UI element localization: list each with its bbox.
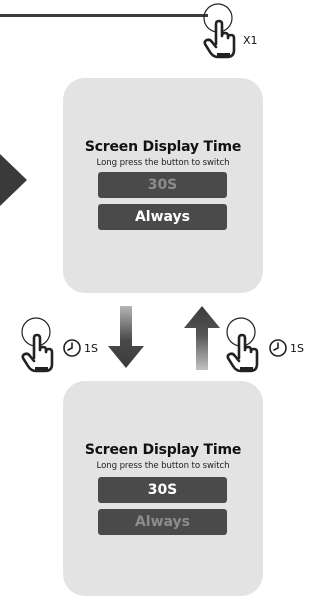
panel-subtitle: Long press the button to switch [96,158,230,168]
connector-line [0,14,208,17]
panel-title: Screen Display Time [84,139,242,155]
pointer-triangle [0,154,27,206]
clock-icon [269,339,287,357]
screen-display-panel-bottom: Screen Display Time Long press the butto… [63,381,263,596]
up-arrow [184,306,220,370]
option-always[interactable]: Always [98,204,227,230]
panel-subtitle: Long press the button to switch [96,461,230,471]
panel-title: Screen Display Time [84,442,242,458]
screen-display-panel-top: Screen Display Time Long press the butto… [63,78,263,293]
option-always[interactable]: Always [98,509,227,535]
tap-count-label: X1 [243,34,258,47]
clock-icon [63,339,81,357]
hand-pointer-icon [21,317,54,373]
option-30s[interactable]: 30S [98,477,227,503]
down-arrow [108,306,144,368]
option-30s[interactable]: 30S [98,172,227,198]
duration-label: 1S [84,342,98,355]
hand-pointer-icon [203,3,236,59]
hand-pointer-icon [226,317,259,373]
duration-label: 1S [290,342,304,355]
